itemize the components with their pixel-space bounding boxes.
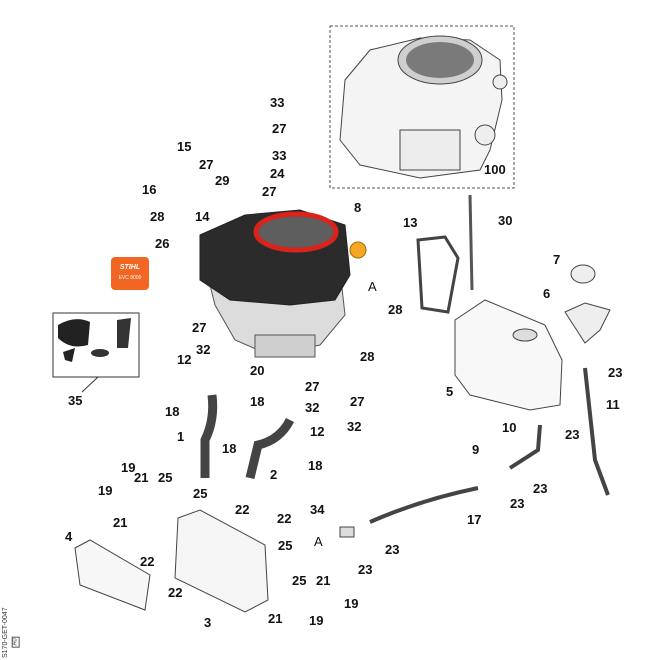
engine-assembly-inset[interactable] [329, 25, 515, 189]
callout-28a[interactable]: 28 [150, 209, 165, 224]
callout-4[interactable]: 4 [65, 529, 73, 544]
callout-32b[interactable]: 32 [305, 400, 320, 415]
hose-10[interactable] [508, 424, 542, 470]
callout-20[interactable]: 20 [250, 363, 265, 378]
document-id: S170-GET-0047 A0 [2, 600, 20, 658]
callout-27b[interactable]: 27 [199, 157, 214, 172]
callout-25c[interactable]: 25 [278, 538, 293, 553]
callout-14[interactable]: 14 [195, 209, 210, 224]
callout-23d[interactable]: 23 [510, 496, 525, 511]
callout-12b[interactable]: 12 [310, 424, 325, 439]
callout-19a[interactable]: 19 [121, 460, 136, 475]
callout-34[interactable]: 34 [310, 502, 325, 517]
callout-26[interactable]: 26 [155, 236, 170, 251]
hose-11[interactable] [583, 367, 610, 496]
callout-24[interactable]: 24 [270, 166, 285, 181]
kit-35-box[interactable] [52, 312, 140, 393]
callout-100[interactable]: 100 [484, 162, 506, 177]
callout-17[interactable]: 17 [467, 512, 482, 527]
callout-21d[interactable]: 21 [268, 611, 283, 626]
callout-7[interactable]: 7 [553, 252, 561, 267]
callout-23e[interactable]: 23 [385, 542, 400, 557]
sticker-model: EVC 8000 [118, 275, 142, 281]
revision-badge: A0 [11, 636, 20, 648]
callout-12a[interactable]: 12 [177, 352, 192, 367]
callout-21c[interactable]: 21 [316, 573, 331, 588]
reference-letter-a-engine: A [368, 279, 377, 294]
filler-neck[interactable] [564, 302, 611, 344]
exhaust-pipe-2[interactable] [245, 417, 295, 480]
callout-19c[interactable]: 19 [344, 596, 359, 611]
callout-28b[interactable]: 28 [388, 302, 403, 317]
callout-16[interactable]: 16 [142, 182, 157, 197]
callout-19d[interactable]: 19 [309, 613, 324, 628]
tank-strap[interactable] [416, 235, 460, 314]
fuel-gauge-rod[interactable] [468, 194, 474, 291]
callout-22d[interactable]: 22 [168, 585, 183, 600]
fuel-filter[interactable] [339, 526, 355, 538]
callout-18c[interactable]: 18 [222, 441, 237, 456]
callout-18a[interactable]: 18 [165, 404, 180, 419]
hose-17[interactable] [369, 486, 479, 524]
callout-23f[interactable]: 23 [358, 562, 373, 577]
callout-6[interactable]: 6 [543, 286, 551, 301]
callout-3[interactable]: 3 [204, 615, 212, 630]
callout-32a[interactable]: 32 [196, 342, 211, 357]
callout-8[interactable]: 8 [354, 200, 362, 215]
callout-22a[interactable]: 22 [235, 502, 250, 517]
heat-shield[interactable] [74, 539, 151, 611]
callout-32c[interactable]: 32 [347, 419, 362, 434]
oil-cap-icon [349, 241, 367, 259]
callout-27e[interactable]: 27 [305, 379, 320, 394]
callout-2[interactable]: 2 [270, 467, 278, 482]
callout-23c[interactable]: 23 [533, 481, 548, 496]
callout-15[interactable]: 15 [177, 139, 192, 154]
callout-27f[interactable]: 27 [350, 394, 365, 409]
engine[interactable] [199, 209, 367, 358]
reference-letter-a-filter: A [314, 534, 323, 549]
callout-23b[interactable]: 23 [565, 427, 580, 442]
callout-27c[interactable]: 27 [262, 184, 277, 199]
callout-33a[interactable]: 33 [270, 95, 285, 110]
callout-23a[interactable]: 23 [608, 365, 623, 380]
callout-10[interactable]: 10 [502, 420, 517, 435]
callout-21a[interactable]: 21 [134, 470, 149, 485]
callout-22b[interactable]: 22 [277, 511, 292, 526]
callout-30[interactable]: 30 [498, 213, 513, 228]
callout-9[interactable]: 9 [472, 442, 480, 457]
callout-29[interactable]: 29 [215, 173, 230, 188]
exhaust-pipe-1[interactable] [200, 394, 218, 478]
callout-27d[interactable]: 27 [192, 320, 207, 335]
callout-25b[interactable]: 25 [193, 486, 208, 501]
sticker-brand: STIHL [119, 264, 141, 271]
callout-25d[interactable]: 25 [292, 573, 307, 588]
fuel-tank[interactable] [454, 299, 563, 411]
callout-35[interactable]: 35 [68, 393, 83, 408]
callout-5[interactable]: 5 [446, 384, 454, 399]
document-number: S170-GET-0047 [2, 607, 9, 658]
fuel-cap[interactable] [570, 264, 596, 284]
callout-22c[interactable]: 22 [140, 554, 155, 569]
callout-28c[interactable]: 28 [360, 349, 375, 364]
callout-33b[interactable]: 33 [272, 148, 287, 163]
callout-18d[interactable]: 18 [308, 458, 323, 473]
muffler[interactable] [174, 509, 269, 613]
callout-18b[interactable]: 18 [250, 394, 265, 409]
callout-11[interactable]: 11 [606, 397, 620, 412]
callout-21b[interactable]: 21 [113, 515, 128, 530]
stihl-label-sticker[interactable] [111, 257, 149, 290]
callout-19b[interactable]: 19 [98, 483, 113, 498]
callout-27a[interactable]: 27 [272, 121, 287, 136]
callout-13[interactable]: 13 [403, 215, 418, 230]
callout-1[interactable]: 1 [177, 429, 185, 444]
callout-25a[interactable]: 25 [158, 470, 173, 485]
